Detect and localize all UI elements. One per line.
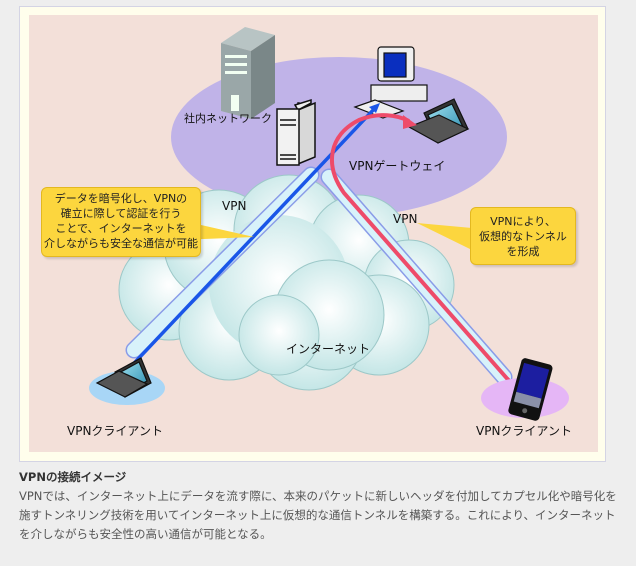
callout-right-line: 仮想的なトンネル — [479, 230, 567, 243]
client-right-label: VPNクライアント — [476, 424, 572, 438]
laptop-lan-icon — [407, 98, 470, 144]
callout-right: VPNにより、 仮想的なトンネル を形成 — [470, 207, 576, 265]
callout-right-pointer — [417, 223, 472, 250]
figure-caption: VPNの接続イメージ VPNでは、インターネット上にデータを流す際に、本来のパケ… — [19, 468, 619, 544]
callout-left-line: 確立に際して認証を行う — [60, 207, 182, 220]
desktop-computer-icon — [353, 46, 428, 119]
vpn-tunnel-right — [320, 113, 513, 386]
callout-left-line: 介しながらも安全な通信が可能 — [44, 237, 198, 250]
office-building-icon — [221, 27, 275, 119]
vpn-label-left: VPN — [222, 199, 247, 213]
callout-right-line: を形成 — [506, 245, 540, 258]
callout-left-line: データを暗号化し、VPNの — [54, 192, 188, 205]
laptop-client-left-icon — [95, 357, 152, 398]
vpn-label-right: VPN — [393, 212, 418, 226]
caption-title: VPNの接続イメージ — [19, 470, 127, 484]
smartphone-client-right-icon — [508, 358, 553, 421]
corporate-network-label: 社内ネットワーク — [184, 112, 272, 125]
vpn-gateway-server-icon — [276, 98, 316, 166]
callout-right-line: VPNにより、 — [490, 215, 556, 228]
diagram-svg — [89, 27, 569, 421]
client-left-label: VPNクライアント — [67, 424, 163, 438]
callout-left-line: ことで、インターネットを — [55, 222, 187, 235]
vpn-diagram: 社内ネットワーク VPNゲートウェイ VPN VPN インターネット VPNクラ… — [29, 15, 598, 452]
caption-body: VPNでは、インターネット上にデータを流す際に、本来のパケットに新しいヘッダを付… — [19, 489, 617, 541]
callout-left: データを暗号化し、VPNの 確立に際して認証を行う ことで、インターネットを 介… — [41, 187, 201, 257]
data-flow-arrow-right — [330, 113, 513, 385]
internet-label: インターネット — [286, 342, 371, 356]
vpn-gateway-label: VPNゲートウェイ — [349, 159, 446, 173]
